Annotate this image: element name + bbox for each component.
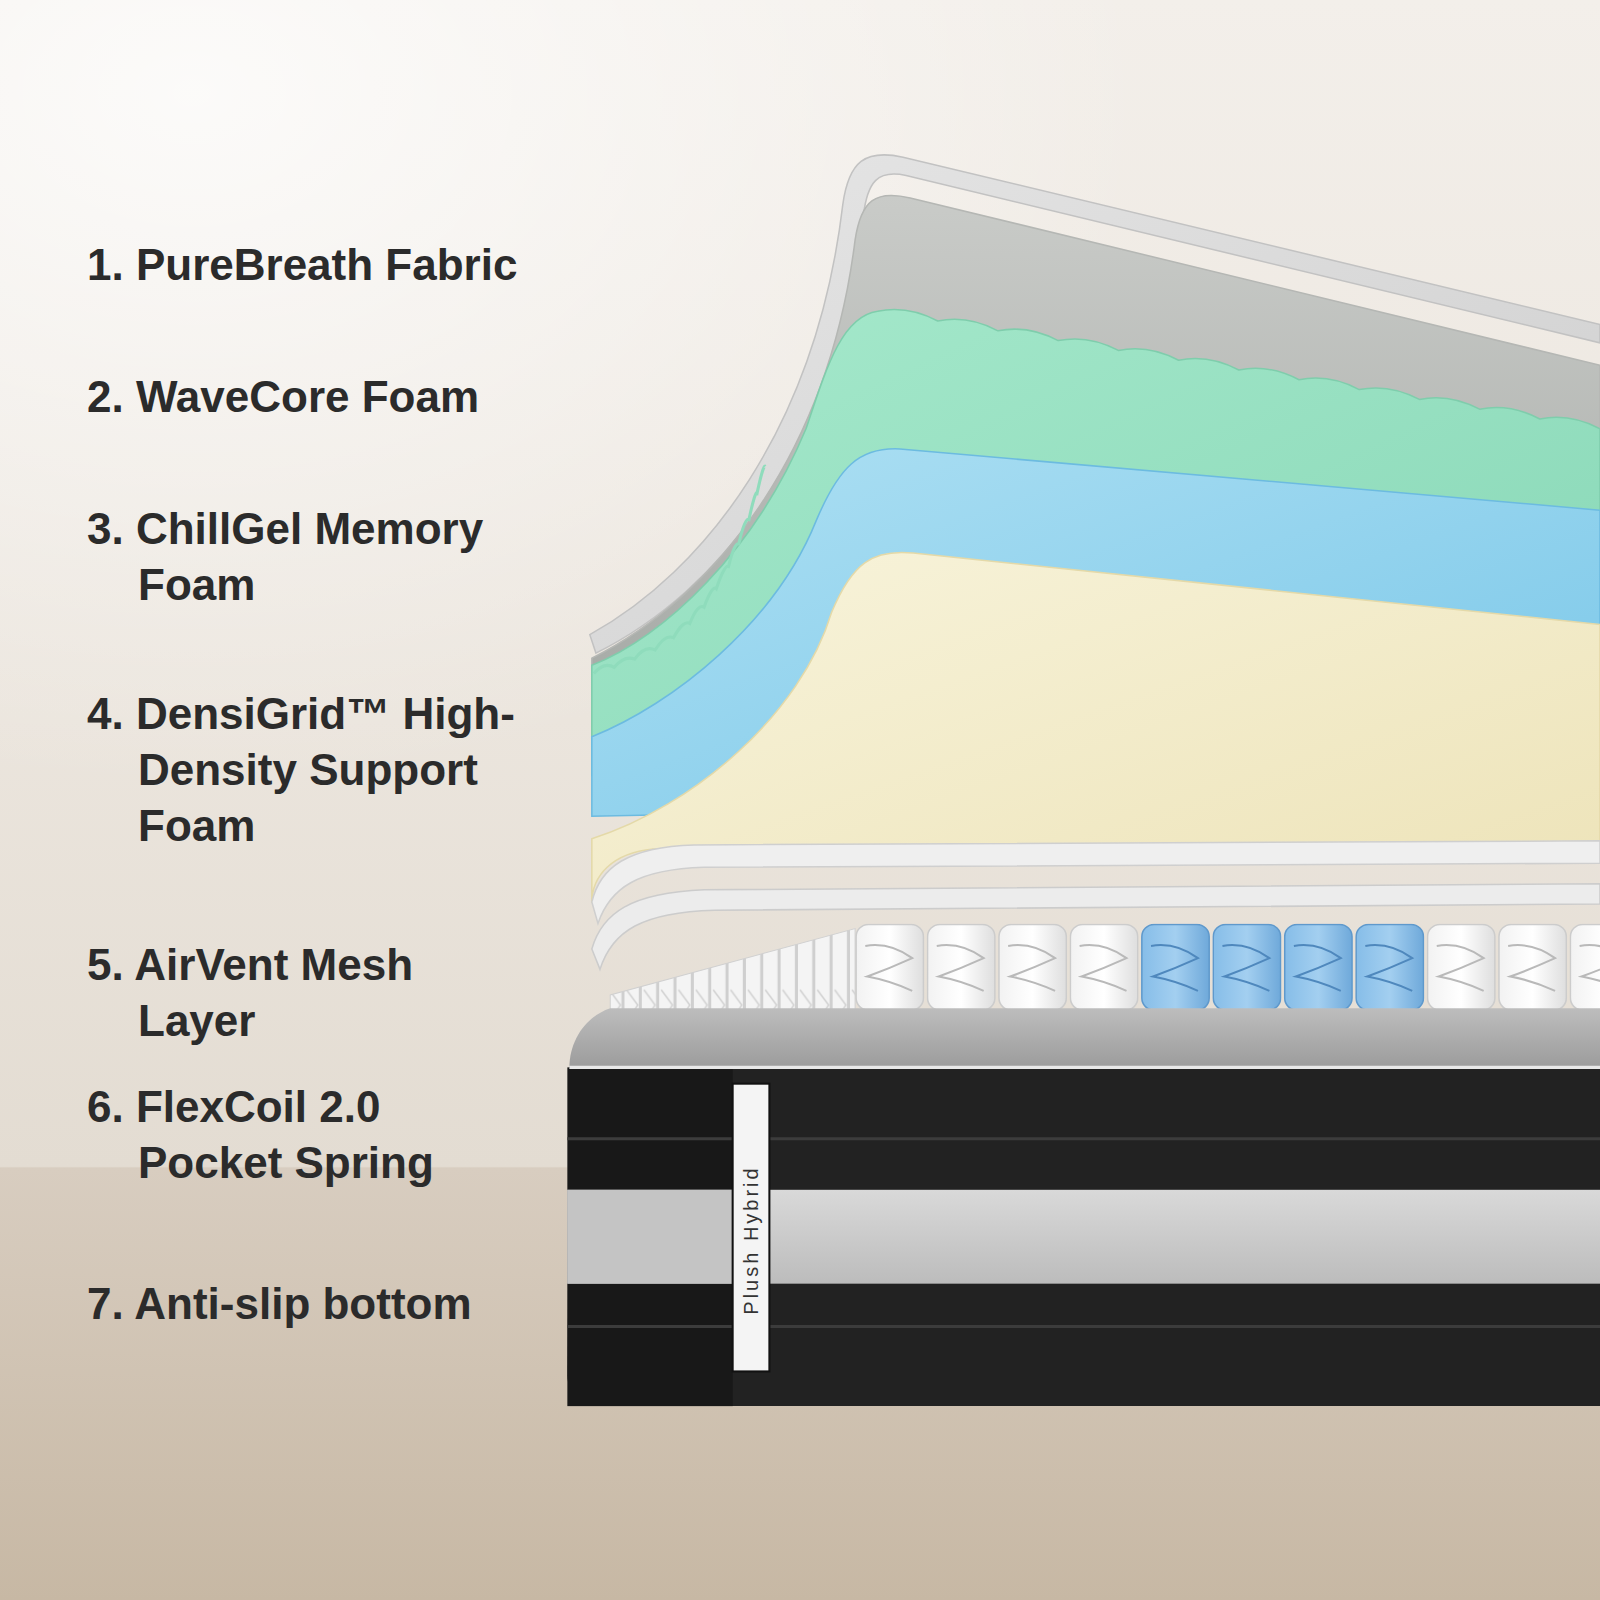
layer-label: 5. AirVent Mesh Layer [87, 937, 517, 1049]
layer-label: 4. DensiGrid™ High-Density Support Foam [87, 686, 517, 854]
piping [569, 1066, 1600, 1069]
small-springs [610, 929, 855, 1011]
layer-label: 2. WaveCore Foam [87, 369, 687, 425]
brand-label: Plush Hybrid [739, 1165, 763, 1314]
layer-label: 1. PureBreath Fabric [87, 237, 687, 293]
base-top [569, 1008, 1600, 1067]
base-mesh-side [567, 1190, 732, 1284]
base-body [567, 1067, 1600, 1406]
layer-label: 3. ChillGel Memory Foam [87, 501, 517, 613]
base-side [567, 1067, 732, 1406]
layer-label: 7. Anti-slip bottom [87, 1276, 687, 1332]
seam [567, 1137, 1600, 1140]
layer-label: 6. FlexCoil 2.0 Pocket Spring [87, 1079, 517, 1191]
label-strip [733, 1084, 770, 1372]
mesh-sheet [592, 841, 1600, 924]
pocket-springs [856, 924, 1600, 1010]
base-mesh-band [567, 1190, 1600, 1284]
light-glow [0, 0, 1600, 1160]
seam [567, 1325, 1600, 1328]
